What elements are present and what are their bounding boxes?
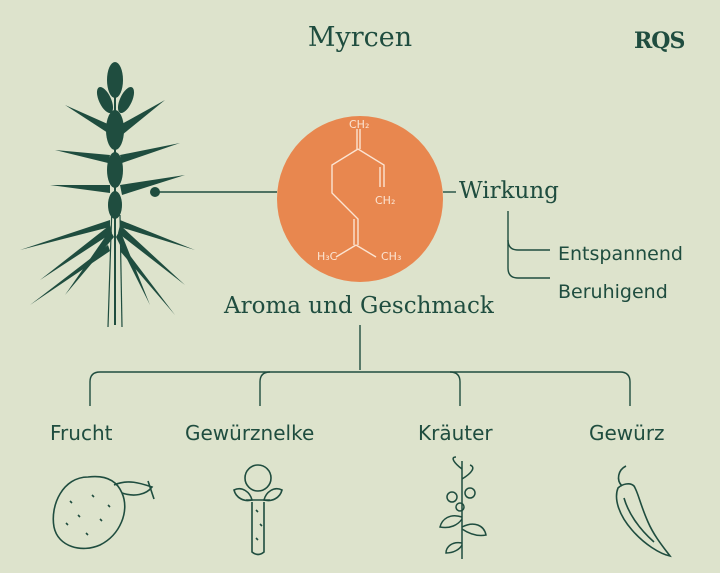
connector-dot: [150, 187, 160, 197]
brand-logo: RQS: [634, 28, 685, 54]
effect-branch-line-2: [507, 239, 550, 251]
aroma-branch-line-3: [449, 371, 461, 406]
effect-item: Beruhigend: [558, 281, 668, 303]
aroma-item-label: Gewürznelke: [185, 421, 315, 445]
aroma-branch-line: [89, 371, 631, 406]
mango-icon: [52, 475, 155, 550]
cannabis-plant-icon: [20, 62, 195, 328]
molecule-bonds: [331, 129, 385, 258]
chili-pepper-icon: [615, 465, 672, 558]
myrcene-molecule: [277, 116, 443, 282]
effects-heading: Wirkung: [459, 178, 559, 204]
herb-icon: [439, 456, 487, 559]
aroma-item-label: Gewürz: [589, 421, 665, 445]
molecule-circle: [277, 116, 443, 282]
page-title: Myrcen: [307, 22, 413, 53]
clove-icon: [233, 464, 283, 556]
aroma-heading: Aroma und Geschmack: [224, 293, 494, 319]
molecule-label-bottom-left: H₃C: [317, 250, 338, 263]
aroma-item-label: Frucht: [50, 421, 113, 445]
molecule-label-top: CH₂: [349, 118, 370, 131]
aroma-item-label: Kräuter: [418, 421, 493, 445]
effect-item: Entspannend: [558, 243, 683, 265]
effect-branch-line: [507, 211, 550, 279]
molecule-label-bottom-right: CH₃: [381, 250, 402, 263]
molecule-label-right: CH₂: [375, 194, 396, 207]
aroma-branch-line-2: [259, 371, 271, 406]
